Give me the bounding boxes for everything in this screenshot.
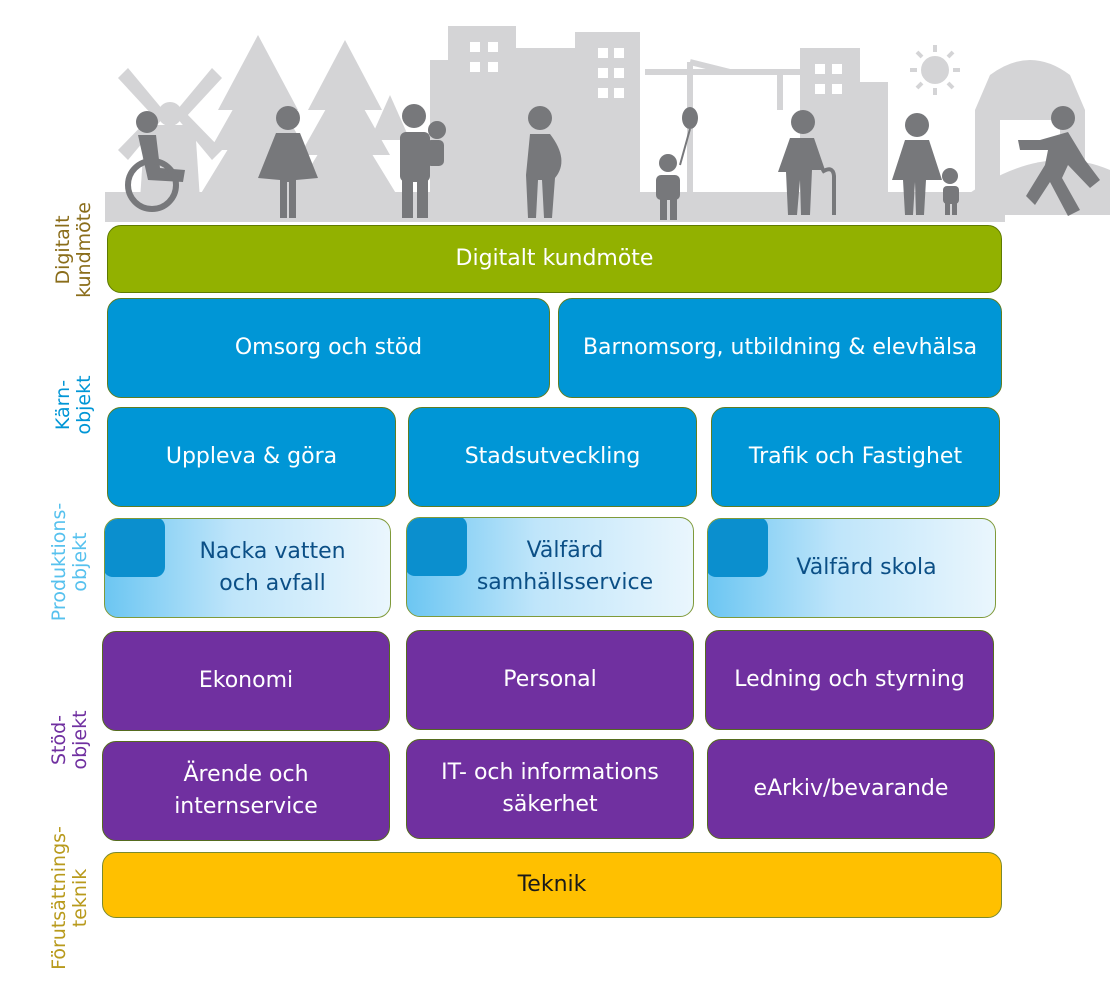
box-label: Barnomsorg, utbildning & elevhälsa xyxy=(582,335,978,360)
box-label: Ledning och styrning xyxy=(734,667,965,692)
box-label-line: Nacka vatten xyxy=(199,539,346,564)
crane-icon xyxy=(645,59,800,205)
production-object-welfare-school: Välfärd skola xyxy=(707,518,996,618)
pregnant-woman-icon xyxy=(526,106,562,218)
side-label-digital: Digitalt kundmöte xyxy=(52,202,95,298)
box-label-line: och avfall xyxy=(219,571,326,596)
side-label-line: teknik xyxy=(69,868,91,928)
side-label-production: Produktions- objekt xyxy=(48,502,91,622)
box-label-line: säkerhet xyxy=(502,792,598,817)
core-object-urban-development: Stadsutveckling xyxy=(408,407,697,507)
adult-with-child-icon xyxy=(892,113,959,215)
box-label: Personal xyxy=(503,667,597,692)
side-label-line: objekt xyxy=(69,532,91,592)
box-label: eArkiv/bevarande xyxy=(754,773,949,805)
box-label: Teknik xyxy=(517,872,587,897)
support-object-economy: Ekonomi xyxy=(102,631,390,731)
box-label-line: Ärende och xyxy=(183,762,309,787)
child-with-balloon-icon xyxy=(656,107,698,220)
sun-icon xyxy=(910,45,960,95)
box-label-line: eArkiv/bevarande xyxy=(753,776,949,801)
support-object-archive: eArkiv/bevarande xyxy=(707,739,995,839)
side-label-prerequisite: Förutsättnings- teknik xyxy=(48,826,91,970)
box-label-line: IT- och informations xyxy=(441,760,659,785)
production-tab-marker xyxy=(407,518,467,576)
runner-icon xyxy=(1018,106,1100,216)
box-label: Uppleva & göra xyxy=(165,444,338,469)
support-object-personnel: Personal xyxy=(406,630,694,730)
production-tab-marker xyxy=(105,519,165,577)
box-label: Ärende och internservice xyxy=(174,759,318,823)
production-object-welfare-community: Välfärd samhällsservice xyxy=(406,517,694,617)
box-label-line: samhällsservice xyxy=(476,570,654,595)
box-label: Nacka vatten och avfall xyxy=(199,536,345,600)
box-label: Stadsutveckling xyxy=(464,444,641,469)
wheelchair-user-icon xyxy=(125,111,185,212)
side-label-core: Kärn- objekt xyxy=(52,375,95,435)
core-object-experience: Uppleva & göra xyxy=(107,407,396,507)
side-label-line: objekt xyxy=(73,375,95,435)
side-label-line: Digitalt xyxy=(52,215,74,285)
box-label-line: Välfärd xyxy=(526,538,604,563)
side-label-line: objekt xyxy=(69,710,91,770)
header-illustration xyxy=(105,26,1110,222)
windmill-icon xyxy=(118,68,222,200)
side-label-support: Stöd- objekt xyxy=(48,710,91,770)
technology-box: Teknik xyxy=(102,852,1002,918)
box-label: Ekonomi xyxy=(198,668,294,693)
support-object-it-security: IT- och informations säkerhet xyxy=(406,739,694,839)
box-label-line: internservice xyxy=(174,794,318,819)
box-label-line: Välfärd skola xyxy=(796,555,937,580)
box-label: Digitalt kundmöte xyxy=(455,246,654,271)
man-with-child-icon xyxy=(400,104,446,218)
box-label: Omsorg och stöd xyxy=(234,335,423,360)
box-label: Trafik och Fastighet xyxy=(748,444,963,469)
support-object-case-service: Ärende och internservice xyxy=(102,741,390,841)
side-label-line: Kärn- xyxy=(52,379,74,431)
box-label: Välfärd skola xyxy=(796,552,936,584)
core-object-traffic-property: Trafik och Fastighet xyxy=(711,407,1000,507)
woman-icon xyxy=(258,106,318,218)
side-label-line: Förutsättnings- xyxy=(48,826,70,970)
side-label-line: Stöd- xyxy=(48,714,70,766)
side-label-line: Produktions- xyxy=(48,502,70,622)
support-object-governance: Ledning och styrning xyxy=(705,630,994,730)
core-object-childcare-education: Barnomsorg, utbildning & elevhälsa xyxy=(558,298,1002,398)
digital-customer-meeting-box: Digitalt kundmöte xyxy=(107,225,1002,293)
core-object-care-support: Omsorg och stöd xyxy=(107,298,550,398)
production-object-water-waste: Nacka vatten och avfall xyxy=(104,518,391,618)
box-label: Välfärd samhällsservice xyxy=(477,535,653,599)
elderly-with-cane-icon xyxy=(778,110,836,215)
side-label-line: kundmöte xyxy=(73,202,95,298)
box-label: IT- och informations säkerhet xyxy=(441,757,659,821)
building-windows xyxy=(470,42,842,98)
production-tab-marker xyxy=(708,519,768,577)
